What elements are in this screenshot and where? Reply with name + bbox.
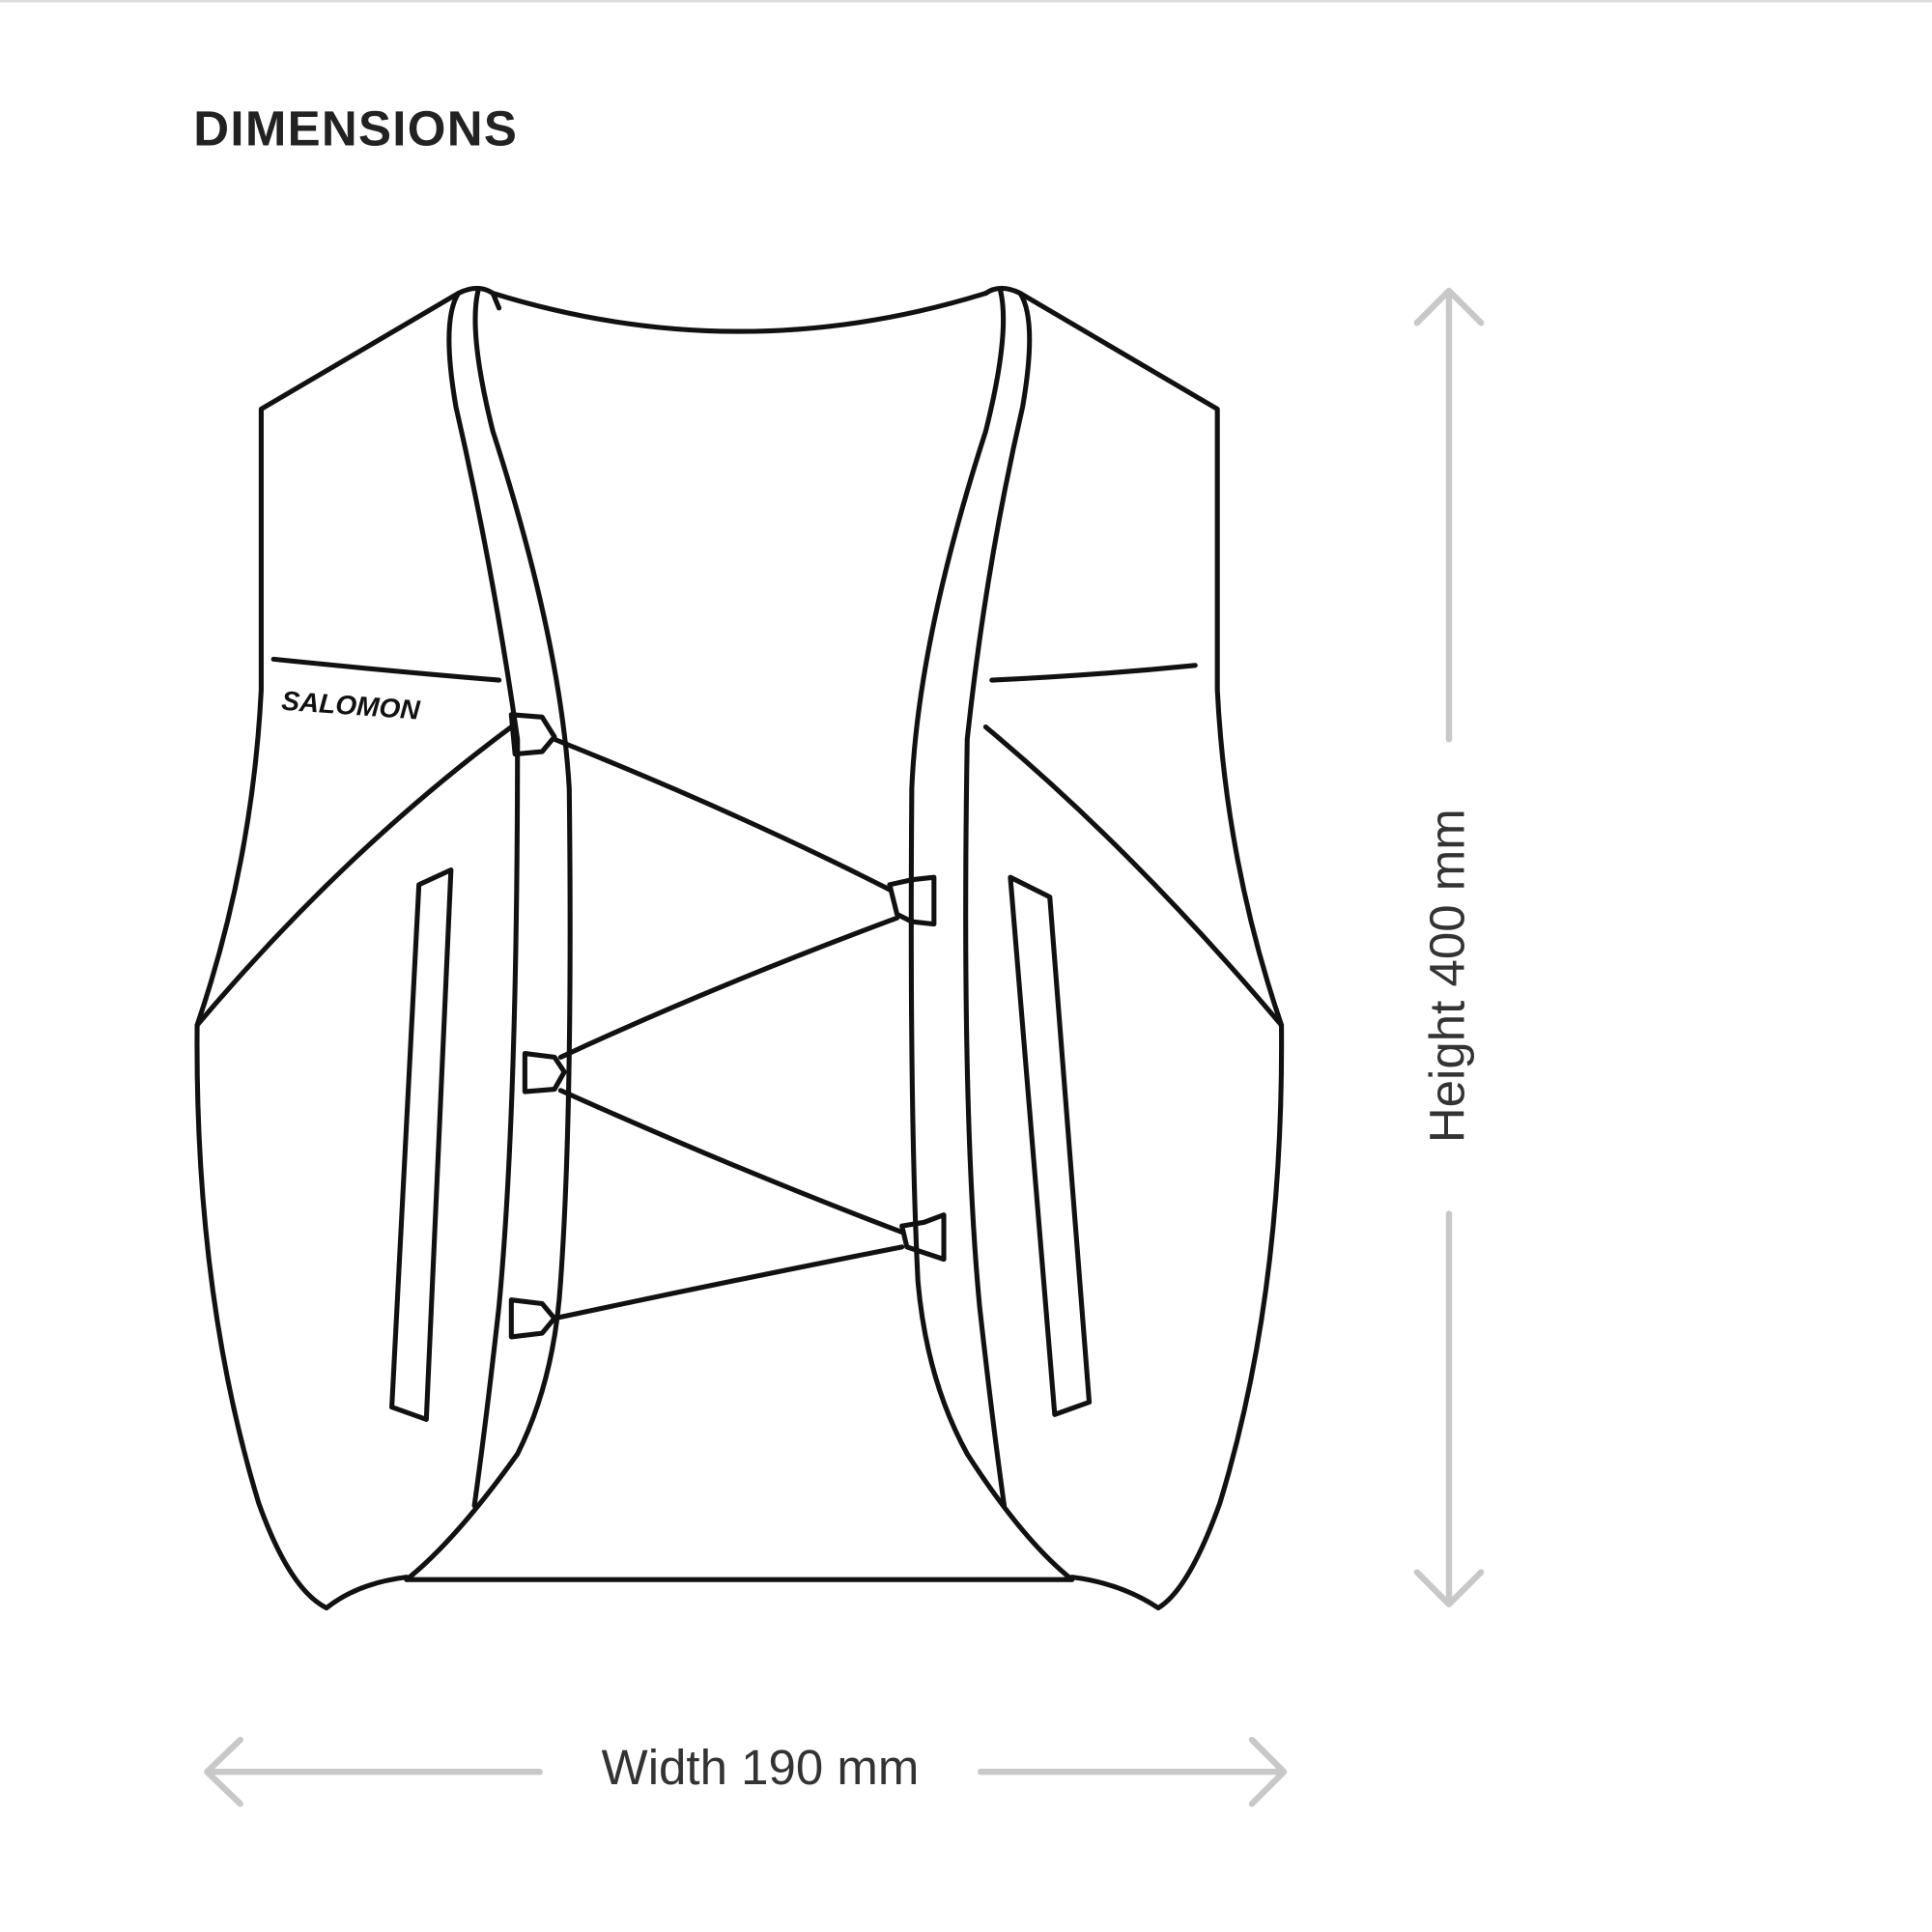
- width-dimension-arrow: Width 190 mm: [204, 1736, 1288, 1807]
- page-title: DIMENSIONS: [193, 101, 518, 156]
- salomon-logo: SALOMON: [280, 686, 421, 725]
- height-label: Height 400 mm: [1419, 809, 1474, 1143]
- width-label: Width 190 mm: [602, 1740, 920, 1795]
- vest-outline: SALOMON: [194, 285, 1285, 1611]
- height-dimension-arrow: Height 400 mm: [1413, 287, 1485, 1607]
